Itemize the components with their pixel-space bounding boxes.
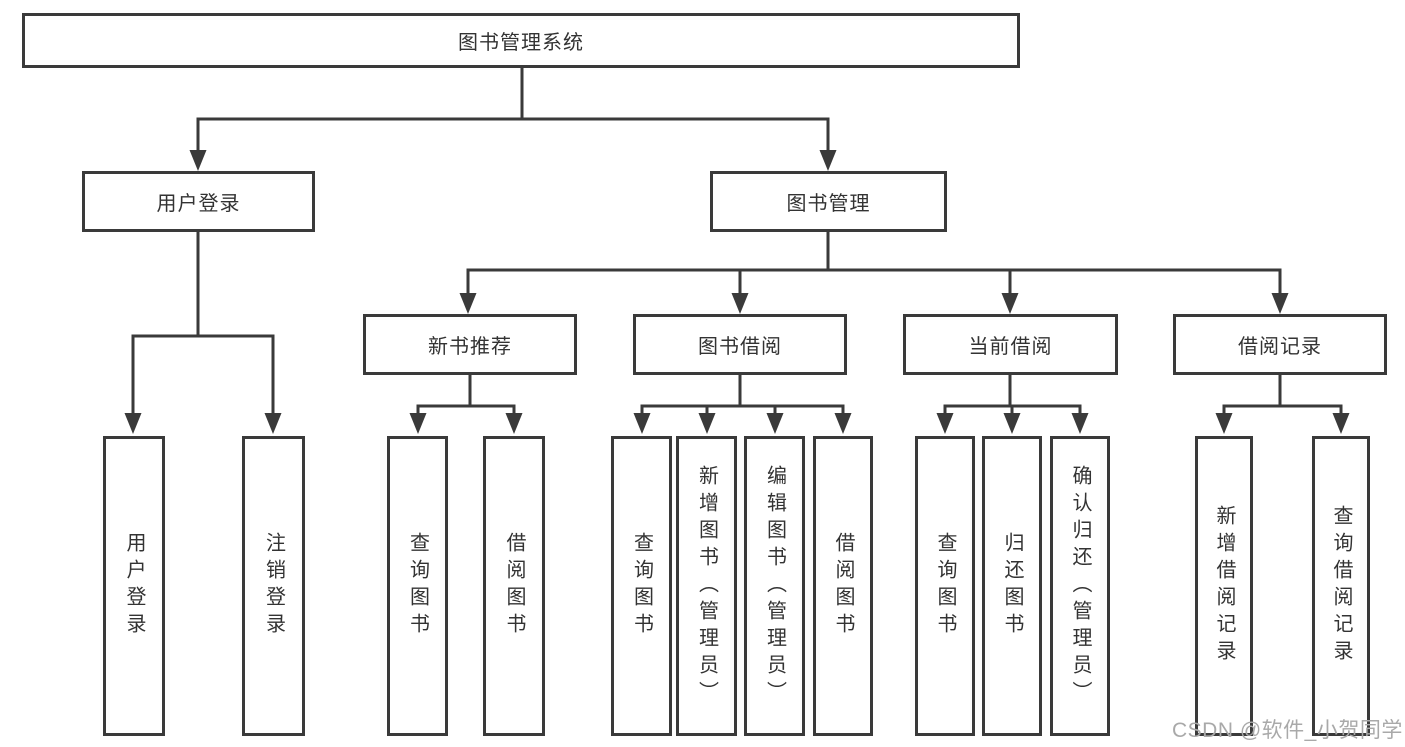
node-book-borrowing: 图书借阅: [633, 314, 847, 375]
node-label: 用户登录: [123, 532, 145, 640]
node-label: 注销登录: [262, 532, 285, 640]
node-label: 图书管理系统: [458, 32, 584, 54]
node-borrowing-records: 借阅记录: [1173, 314, 1387, 375]
leaf-borrow-books: 借阅图书: [813, 436, 873, 736]
node-label: 图书管理: [786, 193, 871, 215]
leaf-query-books-current: 查询图书: [915, 436, 975, 736]
node-label: 新增借阅记录: [1213, 505, 1235, 667]
node-label: 用户登录: [156, 193, 241, 215]
node-label: 查询图书: [934, 532, 956, 640]
node-book-management: 图书管理: [710, 171, 947, 232]
leaf-borrow-books-recommend: 借阅图书: [483, 436, 545, 736]
csdn-watermark: CSDN @软件_小贺同学: [1172, 719, 1403, 742]
node-label: 查询图书: [406, 532, 429, 640]
leaf-add-borrow-record: 新增借阅记录: [1195, 436, 1253, 736]
node-new-book-recommend: 新书推荐: [363, 314, 577, 375]
leaf-logout: 注销登录: [242, 436, 305, 736]
node-label: 当前借阅: [968, 336, 1053, 358]
node-label: 查询图书: [630, 532, 653, 640]
node-label: 编辑图书（管理员）: [763, 464, 786, 708]
node-label: 确认归还（管理员）: [1069, 464, 1091, 708]
node-user-login: 用户登录: [82, 171, 315, 232]
node-label: 借阅记录: [1238, 336, 1322, 358]
node-label: 归还图书: [1001, 532, 1023, 640]
node-label: 新增图书（管理员）: [695, 464, 718, 708]
leaf-query-books-recommend: 查询图书: [387, 436, 448, 736]
leaf-query-books-borrowing: 查询图书: [611, 436, 672, 736]
leaf-add-books-admin: 新增图书（管理员）: [676, 436, 737, 736]
node-label: 新书推荐: [428, 336, 512, 358]
leaf-edit-books-admin: 编辑图书（管理员）: [744, 436, 805, 736]
node-system-root: 图书管理系统: [22, 13, 1020, 68]
node-label: 借阅图书: [503, 532, 525, 640]
leaf-user-login: 用户登录: [103, 436, 165, 736]
leaf-return-books: 归还图书: [982, 436, 1042, 736]
node-label: 借阅图书: [832, 532, 854, 640]
node-label: 查询借阅记录: [1330, 505, 1352, 667]
leaf-query-borrow-record: 查询借阅记录: [1312, 436, 1370, 736]
node-label: 图书借阅: [698, 336, 782, 358]
node-current-borrowing: 当前借阅: [903, 314, 1118, 375]
leaf-confirm-return-admin: 确认归还（管理员）: [1050, 436, 1110, 736]
